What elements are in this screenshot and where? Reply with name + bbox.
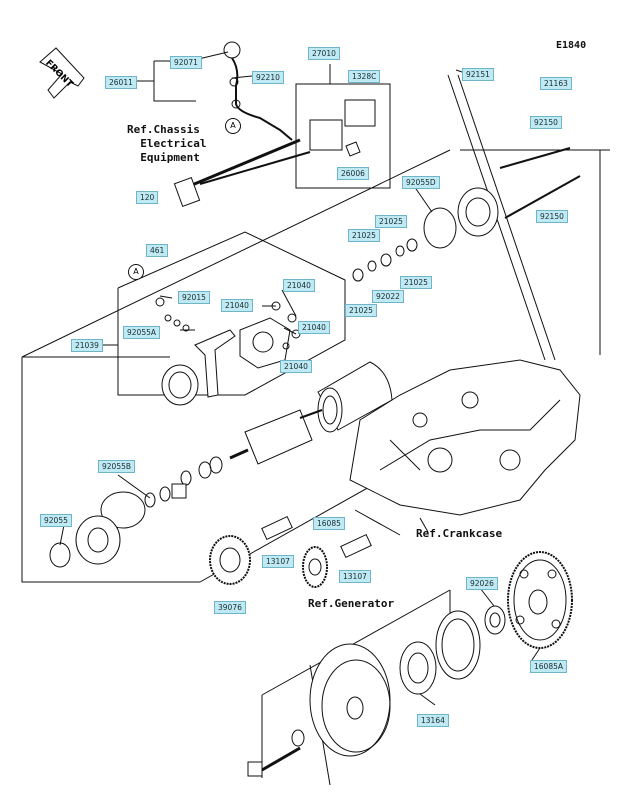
part-tag[interactable]: 13107 xyxy=(262,555,294,568)
part-tag[interactable]: 92210 xyxy=(252,71,284,84)
ref-chassis-electrical-equipment: Ref.Chassis Electrical Equipment xyxy=(127,123,207,164)
part-tag[interactable]: 1328C xyxy=(348,70,381,83)
part-tag[interactable]: 39076 xyxy=(214,601,246,614)
detail-marker-a-brush: A xyxy=(128,264,144,280)
front-label: FRONT xyxy=(43,58,75,90)
front-arrow-icon xyxy=(39,47,85,99)
part-tag[interactable]: 92151 xyxy=(462,68,494,81)
part-tag[interactable]: 13107 xyxy=(339,570,371,583)
part-tag[interactable]: 92055B xyxy=(98,460,136,473)
part-tag[interactable]: 92055D xyxy=(402,176,440,189)
diagram-code: E1840 xyxy=(556,40,587,51)
part-tag[interactable]: 16085A xyxy=(530,660,567,673)
part-tag[interactable]: 21025 xyxy=(348,229,380,242)
part-tag[interactable]: 461 xyxy=(146,244,169,257)
part-tag[interactable]: 16085 xyxy=(313,517,345,530)
front-label-text: FRONT xyxy=(43,58,75,90)
part-tag[interactable]: 21040 xyxy=(221,299,253,312)
part-tag[interactable]: 120 xyxy=(136,191,159,204)
detail-marker-a-top: A xyxy=(225,118,241,134)
ref-generator: Ref.Generator xyxy=(308,597,395,610)
part-tag[interactable]: 26011 xyxy=(105,76,137,89)
part-tag[interactable]: 21039 xyxy=(71,339,103,352)
part-tag[interactable]: 26006 xyxy=(337,167,369,180)
part-tag[interactable]: 21025 xyxy=(400,276,432,289)
part-tag[interactable]: 92055A xyxy=(123,326,160,339)
ref-crankcase: Ref.Crankcase xyxy=(416,527,503,540)
part-tag[interactable]: 21163 xyxy=(540,77,572,90)
part-tag[interactable]: 21025 xyxy=(375,215,407,228)
part-tag[interactable]: 92022 xyxy=(372,290,404,303)
part-tag[interactable]: 92150 xyxy=(530,116,562,129)
part-tag[interactable]: 27010 xyxy=(308,47,340,60)
part-tag[interactable]: 21040 xyxy=(283,279,315,292)
part-tag[interactable]: 21040 xyxy=(280,360,312,373)
part-tag[interactable]: 92026 xyxy=(466,577,498,590)
part-tag[interactable]: 92055 xyxy=(40,514,72,527)
part-tag[interactable]: 13164 xyxy=(417,714,449,727)
part-tag[interactable]: 21040 xyxy=(298,321,330,334)
part-tag[interactable]: 92071 xyxy=(170,56,202,69)
part-tag[interactable]: 92150 xyxy=(536,210,568,223)
part-tag[interactable]: 92015 xyxy=(178,291,210,304)
part-tag[interactable]: 21025 xyxy=(345,304,377,317)
